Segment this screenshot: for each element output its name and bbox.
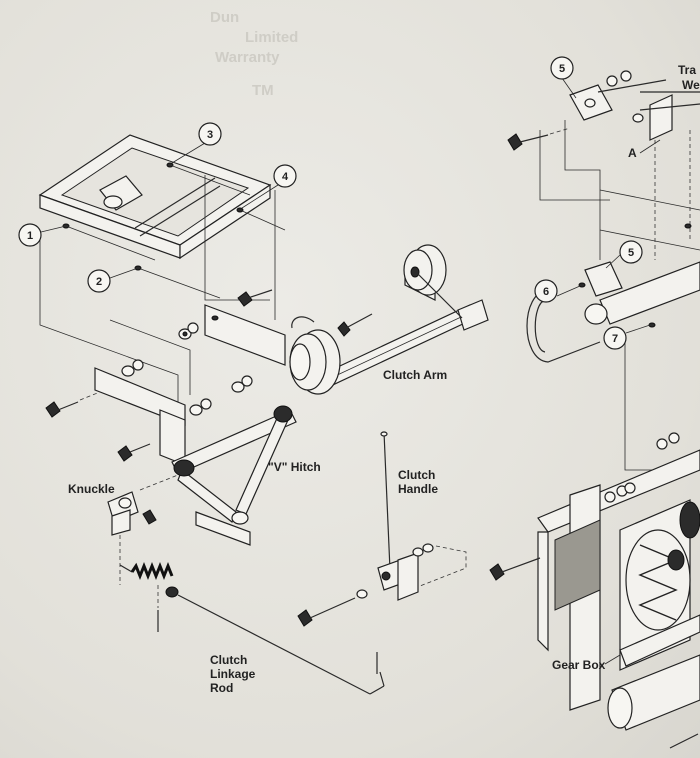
label-v-hitch: "V" Hitch (268, 460, 321, 474)
callout-5-top-number: 5 (559, 63, 565, 75)
hitch-frame (38, 134, 272, 271)
callout-4-number: 4 (282, 171, 289, 183)
callout-1: 1 (18, 223, 67, 247)
bolt-middle (117, 443, 151, 462)
label-knuckle: Knuckle (68, 482, 115, 496)
callout-5-top: 5 (550, 56, 577, 99)
svg-text:TM: TM (252, 82, 274, 99)
callout-4: 4 (241, 164, 297, 209)
label-cut-line-1: Tra (678, 63, 696, 77)
callout-2: 2 (87, 267, 139, 293)
callout-6: 6 (534, 279, 581, 303)
transmission-middle-bracket (526, 261, 700, 363)
label-handle-line-2: Handle (398, 482, 438, 496)
nuts-washers-left (121, 322, 253, 416)
bleed-through-text: Dun Limited Warranty TM (210, 9, 298, 99)
label-point-a: A (628, 146, 637, 160)
large-pulley (289, 329, 341, 395)
assembly-lines-right (539, 120, 700, 471)
label-handle-line-1: Clutch (398, 468, 435, 482)
label-cut-line-2: We (682, 78, 700, 92)
callout-3: 3 (171, 122, 222, 164)
callout-7: 7 (603, 324, 651, 350)
label-clutch-arm: Clutch Arm (383, 368, 447, 382)
callout-7-number: 7 (612, 333, 618, 345)
mounting-plate-upper (204, 304, 286, 366)
callout-1-number: 1 (27, 230, 33, 242)
label-linkage-line-2: Linkage (210, 667, 256, 681)
callout-3-number: 3 (207, 129, 213, 141)
label-gear-box: Gear Box (552, 658, 606, 672)
bolt-left (45, 391, 101, 418)
mounting-plate-lower (94, 367, 186, 466)
transmission-upper-bracket (507, 70, 700, 151)
knuckle-part (107, 474, 179, 585)
callout-5-mid-number: 5 (628, 247, 634, 259)
idler-pulley (403, 244, 463, 319)
svg-text:Warranty: Warranty (215, 49, 280, 66)
bolt-upper (237, 289, 273, 307)
callout-2-number: 2 (96, 276, 102, 288)
v-hitch (171, 405, 297, 546)
svg-text:Dun: Dun (210, 9, 239, 26)
label-linkage-line-3: Rod (210, 681, 233, 695)
label-linkage-line-1: Clutch (210, 653, 247, 667)
clutch-linkage-rod (119, 561, 385, 695)
clutch-arm-bolt (291, 313, 373, 337)
gear-box-assembly (489, 432, 700, 749)
callout-6-number: 6 (543, 286, 549, 298)
svg-text:Limited: Limited (245, 29, 298, 46)
callout-5-mid: 5 (605, 240, 643, 269)
clutch-handle (297, 431, 467, 627)
